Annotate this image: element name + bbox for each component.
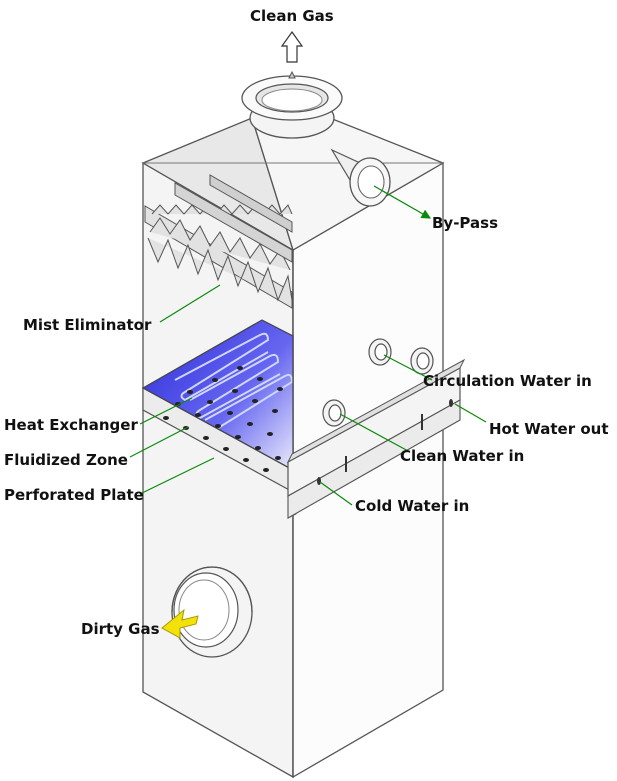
clean-gas-outlet [241, 70, 343, 139]
leader-cold-water [319, 481, 353, 506]
label-hot-water-out: Hot Water out [489, 420, 609, 438]
leader-by-pass [373, 185, 432, 219]
labels: Clean Gas By-Pass Mist Eliminator Circul… [4, 7, 609, 638]
leader-fluidized-zone [129, 426, 189, 458]
label-fluidized-zone: Fluidized Zone [4, 451, 128, 469]
leader-lines [129, 185, 487, 506]
label-circulation-water-in: Circulation Water in [423, 372, 592, 390]
label-mist-eliminator: Mist Eliminator [23, 316, 152, 334]
dirty-gas-arrow-icon [161, 608, 199, 639]
label-dirty-gas: Dirty Gas [81, 620, 160, 638]
label-cold-water-in: Cold Water in [355, 497, 469, 515]
leader-hot-water [454, 403, 487, 423]
label-clean-water-in: Clean Water in [400, 447, 524, 465]
leader-perforated-plate [139, 457, 215, 495]
label-clean-gas: Clean Gas [250, 7, 334, 25]
label-by-pass: By-Pass [432, 214, 498, 232]
leader-circulation-water [383, 354, 433, 381]
label-heat-exchanger: Heat Exchanger [4, 416, 138, 434]
leader-heat-exchanger [139, 397, 193, 425]
by-pass-nozzle [330, 148, 391, 207]
clean-gas-arrow-icon [280, 30, 304, 63]
leader-mist-eliminator [159, 284, 221, 323]
mist-eliminator [144, 174, 293, 309]
dirty-gas-inlet [171, 566, 253, 658]
label-perforated-plate: Perforated Plate [4, 486, 144, 504]
circulation-water-nozzles [368, 338, 434, 375]
leader-clean-water [339, 413, 411, 453]
clean-water-nozzle [322, 399, 346, 427]
